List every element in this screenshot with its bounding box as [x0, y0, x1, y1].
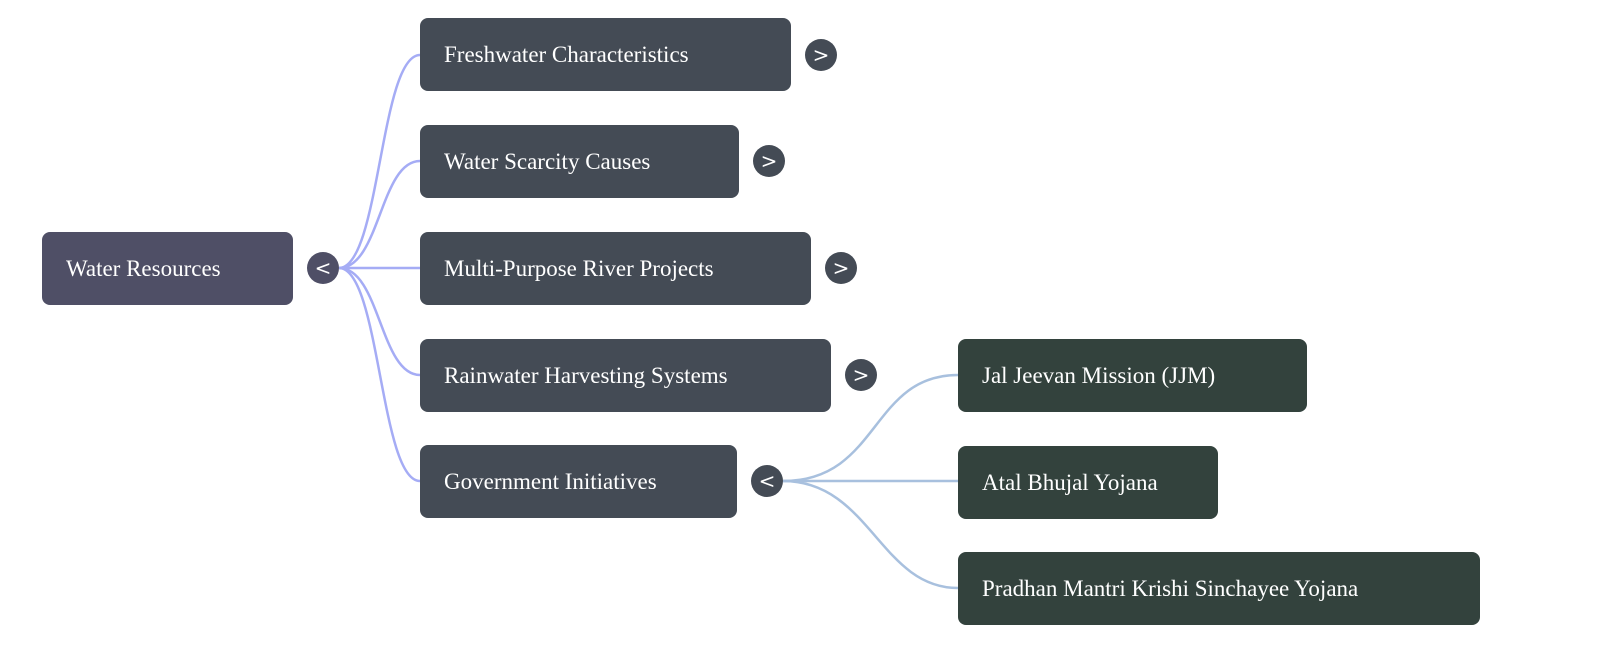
expand-toggle-scarcity[interactable]: > [753, 145, 785, 177]
node-label: Pradhan Mantri Krishi Sinchayee Yojana [982, 575, 1359, 601]
edge-gov-jjm [782, 373, 959, 483]
node-water-scarcity-causes[interactable]: Water Scarcity Causes [420, 125, 739, 198]
edge-gov-pmksy [782, 479, 959, 590]
edge-root-freshwater [338, 53, 421, 270]
node-freshwater-characteristics[interactable]: Freshwater Characteristics [420, 18, 791, 91]
edge-root-scarcity [338, 159, 421, 270]
node-multi-purpose-river-projects[interactable]: Multi-Purpose River Projects [420, 232, 811, 305]
node-jal-jeevan-mission[interactable]: Jal Jeevan Mission (JJM) [958, 339, 1307, 412]
node-label: Water Scarcity Causes [444, 148, 651, 174]
node-label: Water Resources [66, 255, 221, 281]
collapse-toggle-government[interactable]: < [751, 465, 783, 497]
node-label: Rainwater Harvesting Systems [444, 362, 728, 388]
node-label: Atal Bhujal Yojana [982, 469, 1158, 495]
edge-root-government [338, 266, 421, 483]
root-node[interactable]: Water Resources [42, 232, 293, 305]
expand-toggle-river[interactable]: > [825, 252, 857, 284]
node-label: Multi-Purpose River Projects [444, 255, 714, 281]
edge-root-rainwater [338, 266, 421, 377]
node-atal-bhujal-yojana[interactable]: Atal Bhujal Yojana [958, 446, 1218, 519]
node-label: Government Initiatives [444, 468, 657, 494]
node-government-initiatives[interactable]: Government Initiatives [420, 445, 737, 518]
node-label: Jal Jeevan Mission (JJM) [982, 362, 1216, 388]
node-rainwater-harvesting-systems[interactable]: Rainwater Harvesting Systems [420, 339, 831, 412]
node-pmksy[interactable]: Pradhan Mantri Krishi Sinchayee Yojana [958, 552, 1480, 625]
collapse-toggle-root[interactable]: < [307, 252, 339, 284]
expand-toggle-rainwater[interactable]: > [845, 359, 877, 391]
expand-toggle-freshwater[interactable]: > [805, 39, 837, 71]
node-label: Freshwater Characteristics [444, 41, 689, 67]
